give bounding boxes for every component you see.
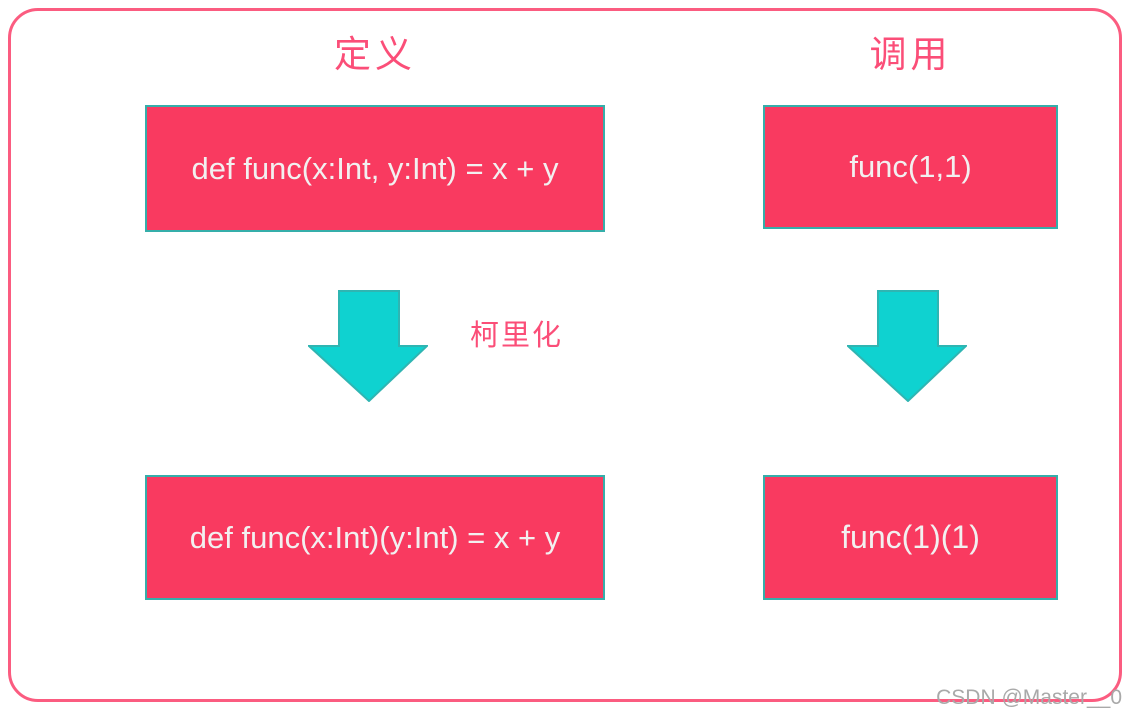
csdn-watermark: CSDN @Master__0	[936, 686, 1122, 709]
definition-curried-box: def func(x:Int)(y:Int) = x + y	[145, 475, 605, 600]
down-arrow-icon	[308, 290, 428, 402]
heading-definition: 定义	[334, 35, 416, 76]
currying-label: 柯里化	[470, 320, 564, 352]
call-original-box: func(1,1)	[763, 105, 1058, 229]
definition-original-box: def func(x:Int, y:Int) = x + y	[145, 105, 605, 232]
heading-call: 调用	[869, 35, 952, 76]
down-arrow-icon	[847, 290, 967, 402]
call-curried-box: func(1)(1)	[763, 475, 1058, 600]
